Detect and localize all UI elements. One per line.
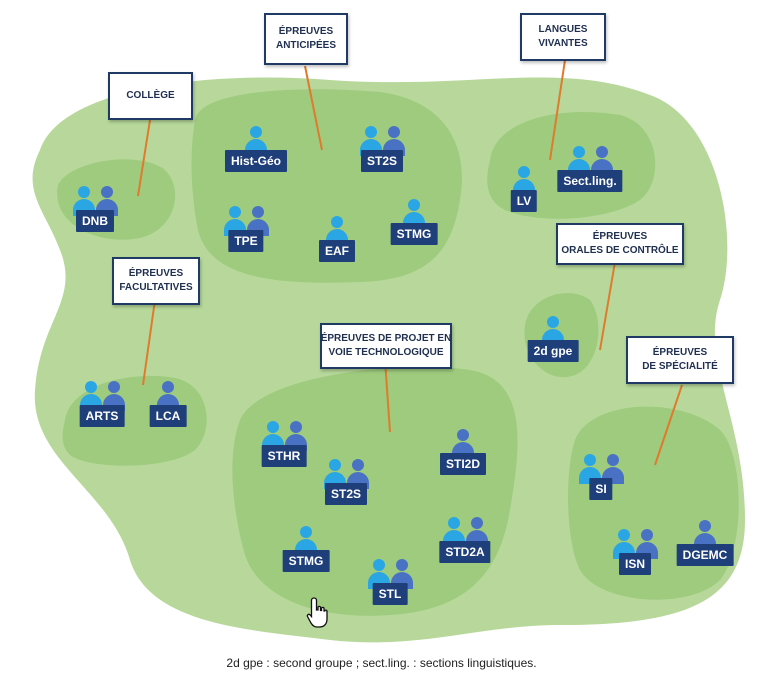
label-anticipees: ÉPREUVES ANTICIPÉES [264, 13, 348, 65]
connector-college [137, 119, 151, 197]
label-college-line-1: COLLÈGE [126, 90, 175, 101]
label-specialite: ÉPREUVES DE SPÉCIALITÉ [626, 336, 734, 384]
connector-orales [599, 261, 616, 351]
label-orales: ÉPREUVES ORALES DE CONTRÔLE [556, 223, 684, 265]
exam-desk-label: TPE [228, 230, 264, 252]
label-facultatives-line-1: ÉPREUVES [128, 268, 184, 279]
exam-desk-label: ST2S [360, 150, 404, 172]
exam-desk-label: EAF [319, 240, 355, 262]
connector-projet [384, 359, 391, 433]
label-projet-line-1: ÉPREUVES DE PROJET EN [320, 333, 452, 344]
exam-st2s-projet: ST2S [311, 425, 381, 505]
exam-st2s-anticipee: ST2S [347, 92, 417, 172]
exam-hist-geo: Hist-Géo [221, 92, 291, 172]
connector-anticipees [304, 65, 323, 151]
exam-isn: ISN [600, 495, 670, 575]
label-projet-line-2: VOIE TECHNOLOGIQUE [328, 347, 444, 358]
exam-desk-label: ISN [618, 553, 652, 575]
exam-lca: LCA [133, 347, 203, 427]
connector-facultatives [142, 299, 156, 386]
exam-stmg-anticipee: STMG [379, 165, 449, 245]
exam-desk-label: SI [589, 478, 613, 500]
exam-desk-label: ARTS [79, 405, 125, 427]
exam-2d-gpe: 2d gpe [518, 282, 588, 362]
exam-tpe: TPE [211, 172, 281, 252]
exam-desk-label: 2d gpe [527, 340, 579, 362]
exam-eaf: EAF [302, 182, 372, 262]
exam-desk-label: DNB [76, 210, 114, 232]
exam-desk-label: STL [372, 583, 408, 605]
label-orales-line-1: ÉPREUVES [592, 231, 648, 242]
hand-pointer-icon [306, 597, 328, 628]
exam-lv: LV [489, 132, 559, 212]
exam-desk-label: STMG [390, 223, 438, 245]
exam-desk-label: STHR [261, 445, 307, 467]
exam-desk-label: DGEMC [676, 544, 734, 566]
exam-si: SI [566, 420, 636, 500]
label-facultatives-line-2: FACULTATIVES [119, 282, 193, 293]
connector-specialite [654, 384, 683, 466]
exam-std2a: STD2A [430, 483, 500, 563]
label-anticipees-line-1: ÉPREUVES [278, 26, 334, 37]
label-anticipees-line-2: ANTICIPÉES [275, 40, 336, 51]
exam-desk-label: Hist-Géo [224, 150, 288, 172]
exam-sthr: STHR [249, 387, 319, 467]
label-specialite-line-2: DE SPÉCIALITÉ [642, 361, 718, 372]
label-langues-line-2: VIVANTES [538, 38, 588, 49]
exam-dnb: DNB [60, 152, 130, 232]
exam-arts: ARTS [67, 347, 137, 427]
label-orales-line-2: ORALES DE CONTRÔLE [561, 245, 679, 256]
footnote: 2d gpe : second groupe ; sect.ling. : se… [226, 656, 537, 670]
exam-desk-label: STD2A [439, 541, 491, 563]
exam-desk-label: LCA [149, 405, 187, 427]
exam-desk-label: STMG [282, 550, 330, 572]
exam-sti2d: STI2D [428, 395, 498, 475]
connector-langues [549, 59, 566, 161]
exam-desk-label: STI2D [439, 453, 487, 475]
exam-dgemc: DGEMC [670, 486, 740, 566]
label-facultatives: ÉPREUVES FACULTATIVES [112, 257, 200, 305]
exam-desk-label: Sect.ling. [557, 170, 623, 192]
exam-desk-label: LV [510, 190, 538, 212]
label-langues: LANGUES VIVANTES [520, 13, 606, 61]
label-specialite-line-1: ÉPREUVES [652, 347, 708, 358]
exam-desk-label: ST2S [324, 483, 368, 505]
label-projet: ÉPREUVES DE PROJET EN VOIE TECHNOLOGIQUE [320, 323, 452, 369]
exam-sect-ling: Sect.ling. [555, 112, 625, 192]
exam-stmg-projet: STMG [271, 492, 341, 572]
label-langues-line-1: LANGUES [538, 24, 588, 35]
label-college: COLLÈGE [108, 72, 193, 120]
exam-stl: STL [355, 525, 425, 605]
